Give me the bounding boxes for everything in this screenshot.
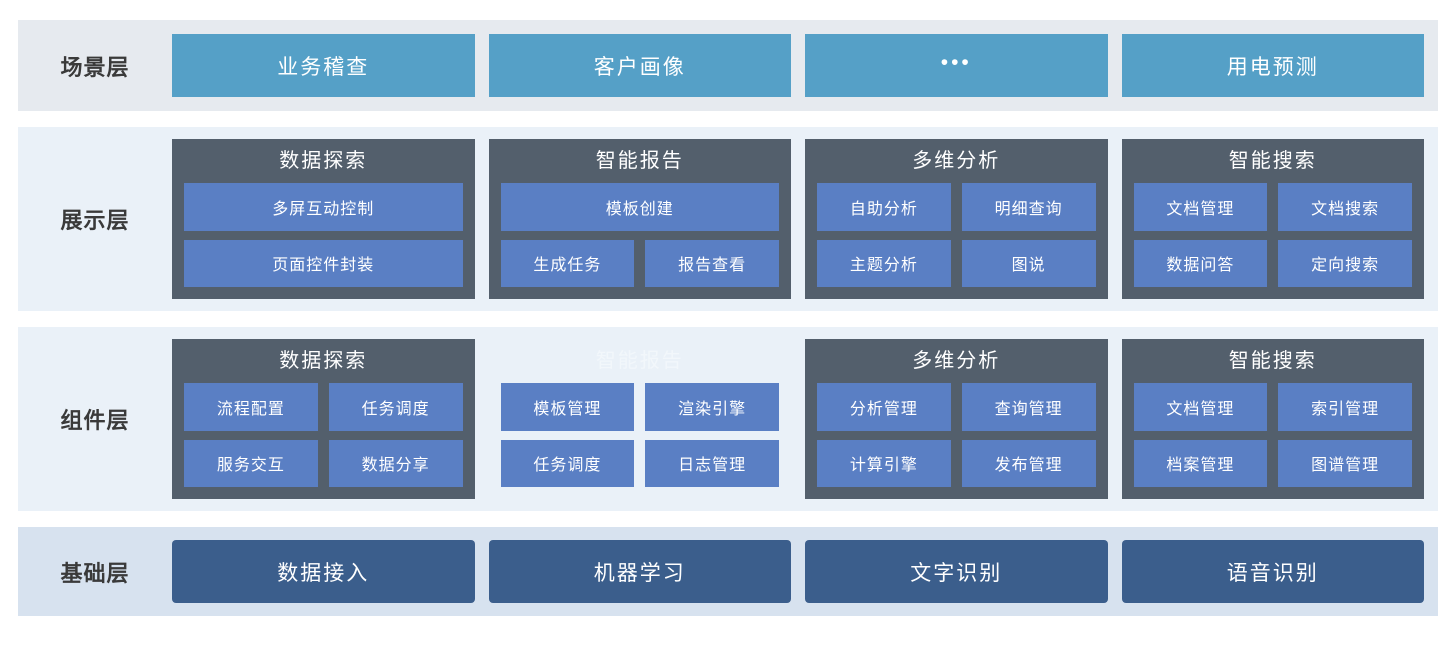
chip-row: 模板管理 渲染引擎: [500, 383, 779, 431]
chip-row: 主题分析 图说: [817, 239, 1096, 287]
group-title: 智能报告: [595, 350, 684, 372]
chip-log-management[interactable]: 日志管理: [645, 439, 779, 487]
chip-row: 文档管理 索引管理: [1133, 383, 1412, 431]
chip-page-widget-encapsulation[interactable]: 页面控件封装: [184, 239, 463, 287]
base-card-machine-learning[interactable]: 机器学习: [488, 540, 791, 603]
chip-targeted-search[interactable]: 定向搜索: [1278, 239, 1412, 287]
chip-index-management[interactable]: 索引管理: [1278, 383, 1412, 431]
chip-rows: 模板创建 生成任务 报告查看: [500, 183, 779, 287]
scene-card-label: 业务稽查: [277, 55, 370, 79]
chip-rows: 分析管理 查询管理 计算引擎 发布管理: [817, 383, 1096, 487]
base-card-label: 数据接入: [277, 561, 370, 585]
base-card-label: 机器学习: [593, 561, 686, 585]
scene-card-label: 客户画像: [593, 55, 686, 79]
chip-rows: 文档管理 文档搜索 数据问答 定向搜索: [1133, 183, 1412, 287]
group-title: 智能搜索: [1228, 150, 1317, 172]
chip-analysis-management[interactable]: 分析管理: [817, 383, 951, 431]
chip-rows: 多屏互动控制 页面控件封装: [184, 183, 463, 287]
chip-row: 数据问答 定向搜索: [1133, 239, 1412, 287]
chip-row: 分析管理 查询管理: [817, 383, 1096, 431]
group-title: 智能搜索: [1228, 350, 1317, 372]
base-card-speech-recognition[interactable]: 语音识别: [1121, 540, 1424, 603]
chip-row: 页面控件封装: [184, 239, 463, 287]
chip-report-view[interactable]: 报告查看: [645, 239, 779, 287]
chip-generate-task[interactable]: 生成任务: [500, 239, 635, 287]
chip-rows: 文档管理 索引管理 档案管理 图谱管理: [1133, 383, 1412, 487]
chip-service-interaction[interactable]: 服务交互: [184, 439, 318, 487]
chip-row: 档案管理 图谱管理: [1133, 439, 1412, 487]
chip-data-sharing[interactable]: 数据分享: [328, 439, 463, 487]
layer-label-scene: 场景层: [60, 54, 130, 80]
group-card-presentation-multidim-analysis[interactable]: 多维分析 自助分析 明细查询 主题分析 图说: [805, 139, 1108, 299]
chip-row: 多屏互动控制: [184, 183, 463, 231]
layer-label-presentation: 展示层: [60, 208, 130, 233]
chip-chart-narration[interactable]: 图说: [961, 239, 1096, 287]
group-card-presentation-smart-report[interactable]: 智能报告 模板创建 生成任务 报告查看: [488, 139, 791, 299]
chip-self-service-analysis[interactable]: 自助分析: [817, 183, 951, 231]
chip-row: 任务调度 日志管理: [500, 439, 779, 487]
base-card-ocr[interactable]: 文字识别: [805, 540, 1108, 603]
chip-process-configuration[interactable]: 流程配置: [184, 383, 318, 431]
layer-row-foundation: 基础层 数据接入 机器学习 文字识别 语音识别: [18, 527, 1438, 616]
chip-query-management[interactable]: 查询管理: [961, 383, 1096, 431]
chip-publish-management[interactable]: 发布管理: [961, 439, 1096, 487]
chip-template-management[interactable]: 模板管理: [500, 383, 635, 431]
scene-card-customer-profile[interactable]: 客户画像: [488, 34, 791, 97]
chip-rows: 流程配置 任务调度 服务交互 数据分享: [184, 383, 463, 487]
scene-card-power-forecast[interactable]: 用电预测: [1121, 34, 1424, 97]
chip-knowledge-graph-management[interactable]: 图谱管理: [1278, 439, 1412, 487]
chip-rows: 模板管理 渲染引擎 任务调度 日志管理: [500, 383, 779, 487]
group-title: 数据探索: [279, 350, 368, 372]
scene-card-label: 用电预测: [1226, 55, 1319, 79]
chip-row: 流程配置 任务调度: [184, 383, 463, 431]
layer-body-foundation: 数据接入 机器学习 文字识别 语音识别: [172, 527, 1438, 616]
chip-compute-engine[interactable]: 计算引擎: [817, 439, 951, 487]
group-card-component-smart-report[interactable]: 智能报告 模板管理 渲染引擎 任务调度 日志管理: [489, 339, 792, 499]
scene-card-more[interactable]: •••: [805, 34, 1108, 97]
layer-label-component: 组件层: [60, 408, 130, 433]
chip-row: 文档管理 文档搜索: [1133, 183, 1412, 231]
base-card-label: 文字识别: [910, 561, 1003, 585]
chip-rows: 自助分析 明细查询 主题分析 图说: [817, 183, 1096, 287]
chip-row: 生成任务 报告查看: [500, 239, 779, 287]
layer-body-scene: 业务稽查 客户画像 ••• 用电预测: [172, 20, 1438, 111]
layer-row-presentation: 展示层 数据探索 多屏互动控制 页面控件封装 智能报告 模板创建: [18, 127, 1438, 311]
group-card-component-multidim-analysis[interactable]: 多维分析 分析管理 查询管理 计算引擎 发布管理: [805, 339, 1108, 499]
chip-topic-analysis[interactable]: 主题分析: [817, 239, 951, 287]
chip-row: 计算引擎 发布管理: [817, 439, 1096, 487]
chip-template-creation[interactable]: 模板创建: [500, 183, 779, 231]
base-card-data-ingestion[interactable]: 数据接入: [172, 540, 475, 603]
scene-card-business-audit[interactable]: 业务稽查: [172, 34, 475, 97]
chip-document-search[interactable]: 文档搜索: [1278, 183, 1412, 231]
base-card-label: 语音识别: [1226, 561, 1319, 585]
ellipsis-icon: •••: [940, 50, 972, 74]
chip-task-scheduling[interactable]: 任务调度: [500, 439, 635, 487]
chip-row: 自助分析 明细查询: [817, 183, 1096, 231]
group-title: 多维分析: [912, 150, 1001, 172]
chip-task-scheduling[interactable]: 任务调度: [328, 383, 463, 431]
group-card-presentation-smart-search[interactable]: 智能搜索 文档管理 文档搜索 数据问答 定向搜索: [1121, 139, 1424, 299]
chip-multi-screen-interaction-control[interactable]: 多屏互动控制: [184, 183, 463, 231]
group-title: 多维分析: [912, 350, 1001, 372]
layer-label-foundation: 基础层: [60, 560, 130, 586]
group-card-component-smart-search[interactable]: 智能搜索 文档管理 索引管理 档案管理 图谱管理: [1121, 339, 1424, 499]
group-title: 数据探索: [279, 150, 368, 172]
chip-row: 模板创建: [500, 183, 779, 231]
chip-document-management[interactable]: 文档管理: [1133, 183, 1268, 231]
group-title: 智能报告: [595, 150, 684, 172]
chip-detail-query[interactable]: 明细查询: [961, 183, 1096, 231]
layer-body-presentation: 数据探索 多屏互动控制 页面控件封装 智能报告 模板创建: [172, 127, 1438, 311]
group-card-presentation-data-exploration[interactable]: 数据探索 多屏互动控制 页面控件封装: [172, 139, 475, 299]
group-card-component-data-exploration[interactable]: 数据探索 流程配置 任务调度 服务交互 数据分享: [172, 339, 475, 499]
chip-data-qa[interactable]: 数据问答: [1133, 239, 1268, 287]
layer-row-scene: 场景层 业务稽查 客户画像 ••• 用电预测: [18, 20, 1438, 111]
chip-document-management[interactable]: 文档管理: [1133, 383, 1268, 431]
layer-body-component: 数据探索 流程配置 任务调度 服务交互 数据分享 智能报告 模板管理: [172, 327, 1438, 511]
layer-row-component: 组件层 数据探索 流程配置 任务调度 服务交互 数据分享 智能报告: [18, 327, 1438, 511]
chip-row: 服务交互 数据分享: [184, 439, 463, 487]
chip-render-engine[interactable]: 渲染引擎: [645, 383, 779, 431]
chip-archive-management[interactable]: 档案管理: [1133, 439, 1268, 487]
